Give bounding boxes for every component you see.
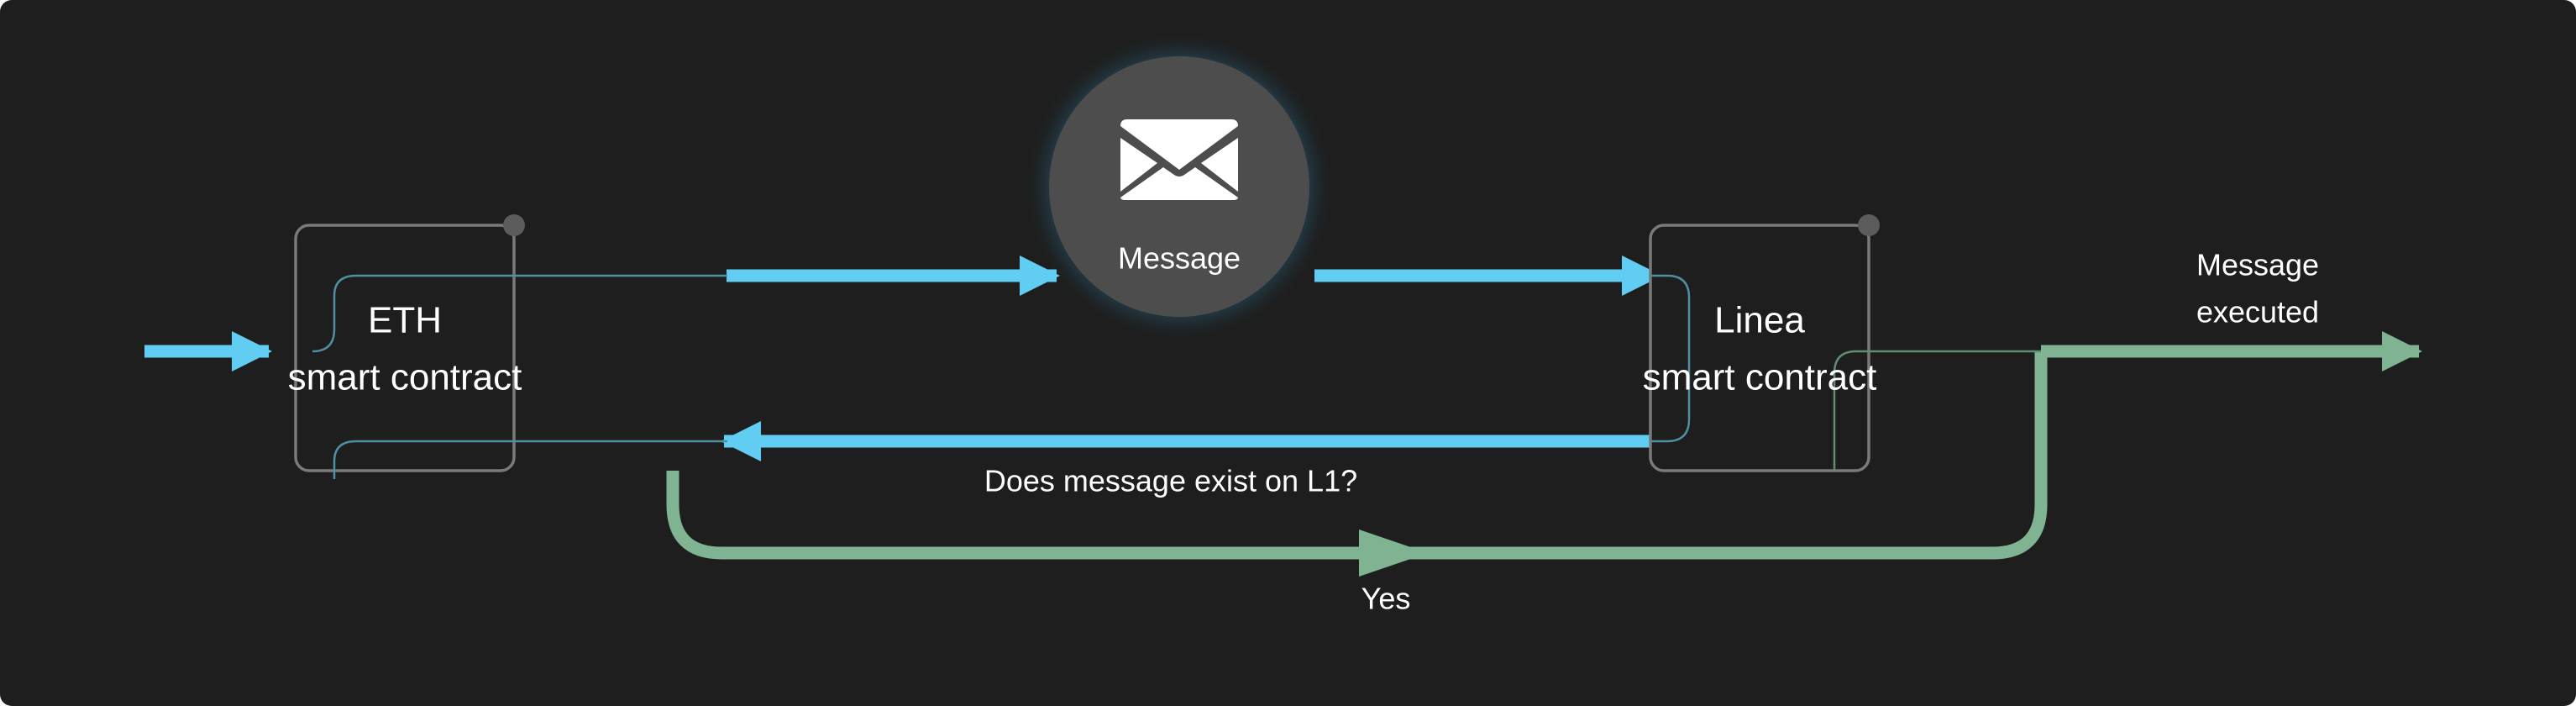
edge-label-executed-line2: executed (2196, 295, 2319, 329)
message-circle-label: Message (1118, 241, 1241, 276)
edge-yes-loop (666, 351, 2048, 577)
node-message-bubble[interactable]: Message (1049, 56, 1309, 317)
linea-box-label-line2: smart contract (1643, 357, 1877, 398)
envelope-icon (1120, 119, 1238, 200)
linea-inner-route (1650, 274, 1691, 443)
node-eth-smart-contract[interactable]: ETH smart contract (288, 214, 727, 479)
eth-box-label-line2: smart contract (288, 357, 522, 398)
node-linea-smart-contract[interactable]: Linea smart contract (1643, 214, 2041, 472)
edge-label-yes: Yes (1361, 582, 1411, 616)
eth-inner-route-bottom (333, 440, 727, 479)
linea-anchor-dot (1858, 214, 1880, 236)
eth-anchor-dot (503, 214, 525, 236)
eth-box-label-line1: ETH (368, 300, 442, 341)
edge-label-executed-line1: Message (2196, 248, 2319, 282)
edge-label-question: Does message exist on L1? (984, 464, 1357, 498)
linea-box-label-line1: Linea (1714, 300, 1805, 341)
eth-inner-route-top (312, 274, 727, 353)
linea-inner-route-green (1833, 350, 2041, 471)
